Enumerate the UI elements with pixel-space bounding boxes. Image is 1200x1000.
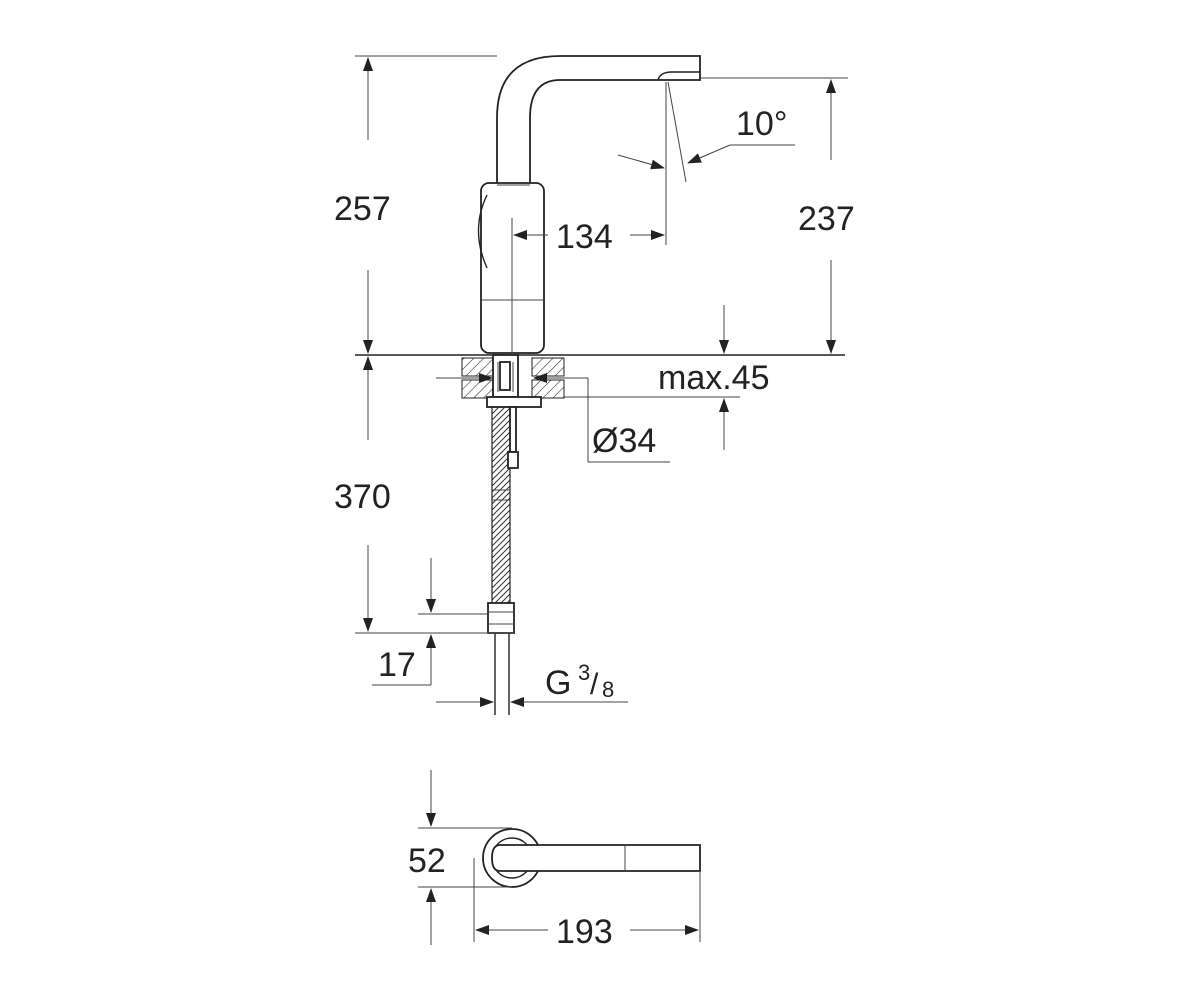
dimension-370: 370 bbox=[334, 356, 514, 634]
dimension-g-3-8: G 3 / 8 bbox=[436, 660, 628, 707]
spout-neck bbox=[496, 55, 701, 186]
label-370: 370 bbox=[334, 478, 391, 516]
label-thread-numerator: 3 bbox=[578, 660, 590, 685]
dimension-diameter-34: Ø34 bbox=[436, 373, 670, 463]
dimension-10-degree: 10° bbox=[617, 81, 795, 245]
label-max-45: max.45 bbox=[658, 359, 770, 397]
dimension-134: 134 bbox=[511, 218, 665, 355]
dimension-52: 52 bbox=[408, 770, 512, 945]
dimension-237: 237 bbox=[700, 77, 855, 354]
label-193: 193 bbox=[556, 913, 613, 951]
aerator bbox=[657, 71, 700, 81]
label-134: 134 bbox=[556, 218, 613, 256]
label-52: 52 bbox=[408, 842, 446, 880]
faucet-top-view bbox=[482, 828, 701, 888]
dimension-257: 257 bbox=[334, 55, 497, 354]
dimension-193: 193 bbox=[473, 858, 701, 951]
label-10-degree: 10° bbox=[736, 105, 787, 143]
supply-hose bbox=[491, 406, 511, 608]
dimension-max-45: max.45 bbox=[564, 305, 770, 450]
label-257: 257 bbox=[334, 190, 391, 228]
hose-connector bbox=[487, 602, 515, 634]
dimension-17: 17 bbox=[372, 558, 488, 686]
sensor-window bbox=[477, 194, 488, 269]
label-thread-denominator: 8 bbox=[602, 677, 614, 702]
label-thread-g: G bbox=[545, 664, 571, 702]
label-237: 237 bbox=[798, 200, 855, 238]
label-diameter-34: Ø34 bbox=[592, 422, 656, 460]
mounting-assembly bbox=[355, 354, 845, 715]
mounting-plate bbox=[486, 396, 542, 408]
label-17: 17 bbox=[378, 646, 416, 684]
label-thread-slash: / bbox=[590, 668, 599, 701]
